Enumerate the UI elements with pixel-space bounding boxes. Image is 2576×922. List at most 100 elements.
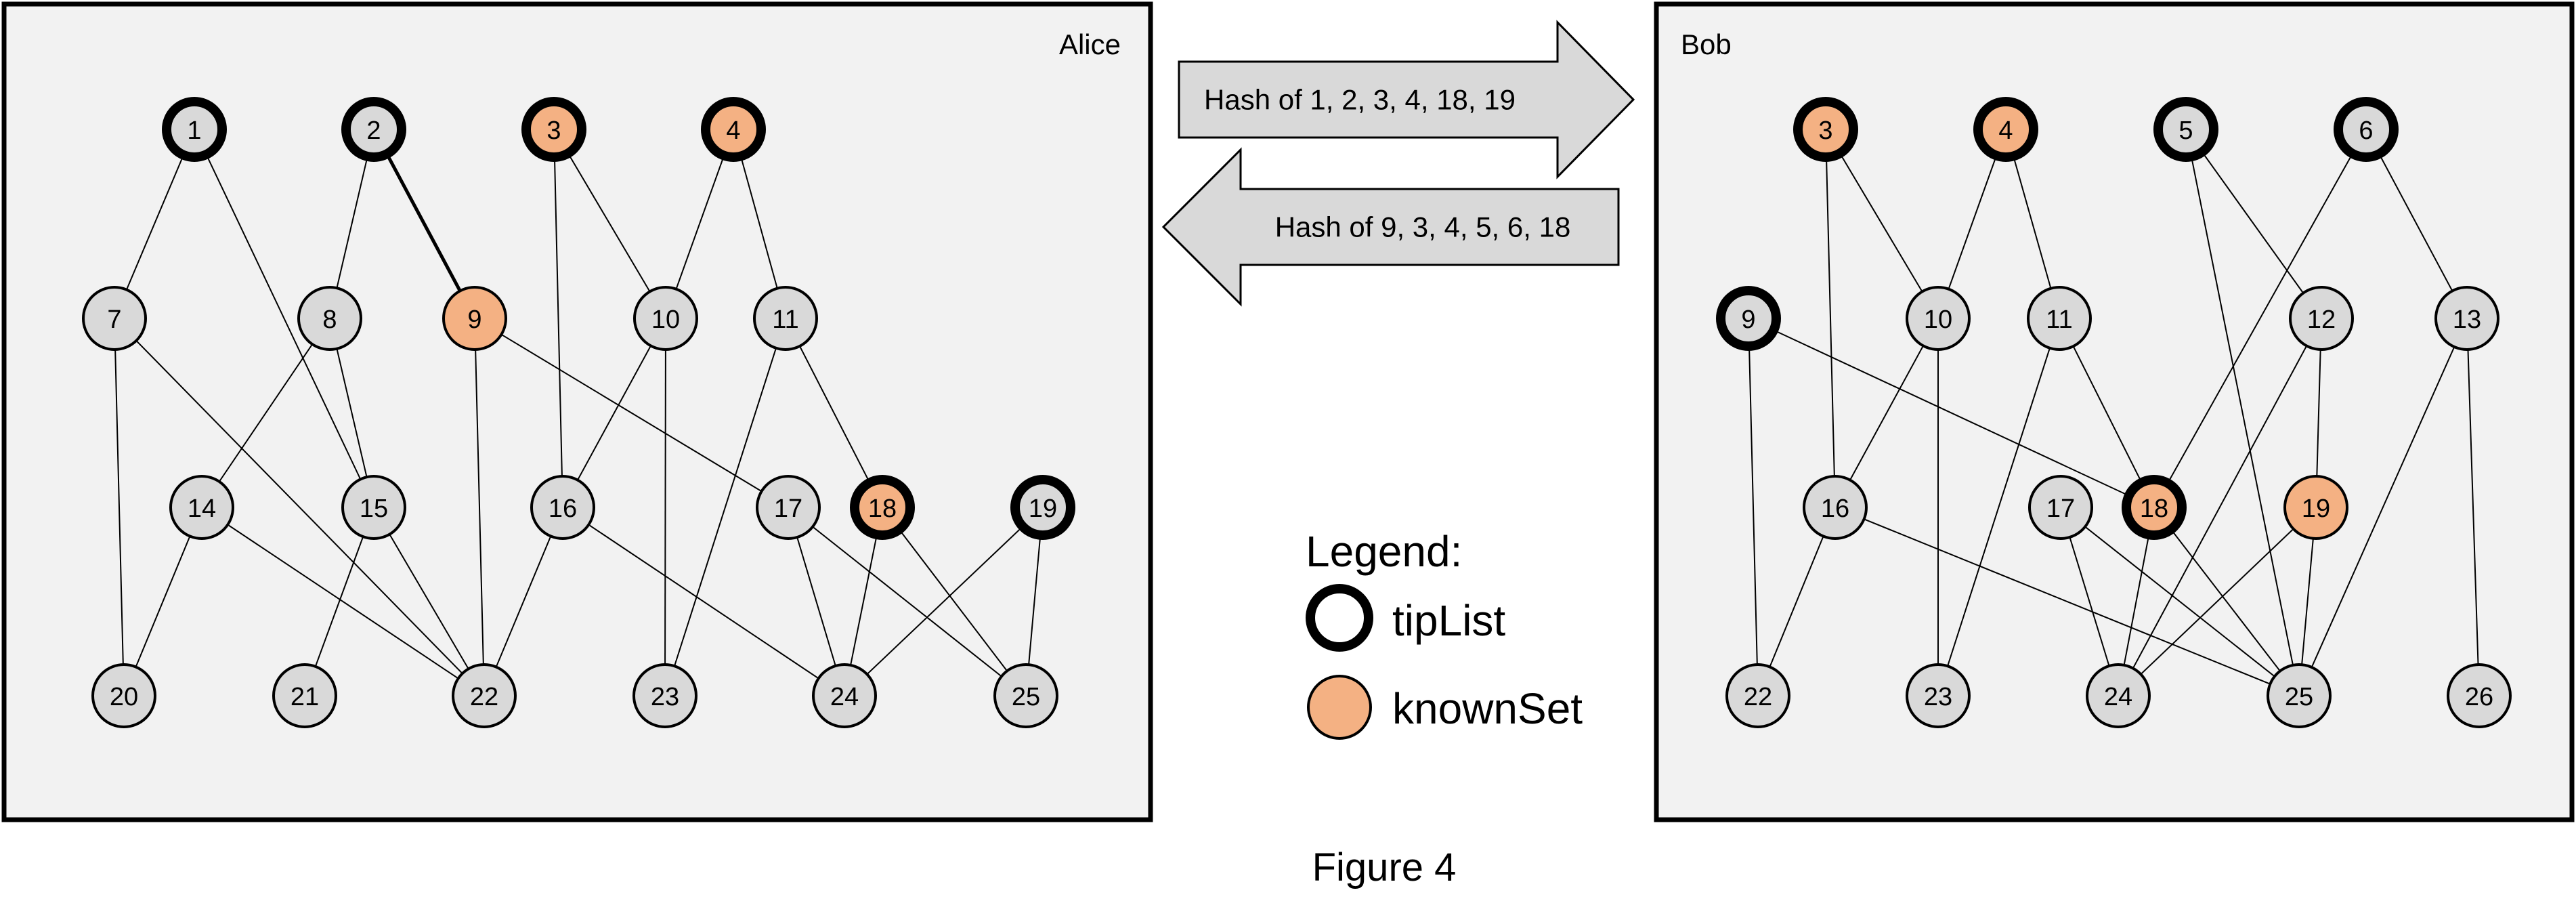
legend-knownset-label: knownSet (1392, 684, 1583, 733)
bob-edge-13-26 (2466, 318, 2480, 696)
bob-node-label-22: 22 (1744, 683, 1772, 711)
bob-node-label-26: 26 (2465, 683, 2493, 711)
bob-node-label-4: 4 (1998, 117, 2013, 145)
bob-node-circle-6 (2334, 97, 2399, 162)
bob-node-label-6: 6 (2359, 117, 2373, 145)
alice-edge-16-24 (562, 507, 845, 696)
alice-node-circle-21 (272, 663, 337, 728)
bob-edge-9-18 (1748, 318, 2155, 508)
alice-edge-7-20 (114, 318, 125, 696)
alice-node-circle-25 (993, 663, 1058, 728)
alice-node-24: 24 (812, 663, 877, 728)
left-arrow-shape (1161, 147, 1620, 307)
alice-node-circle-11 (753, 286, 818, 351)
bob-node-13: 13 (2434, 286, 2499, 351)
alice-edge-17-25 (788, 507, 1027, 696)
bob-node-circle-10 (1906, 286, 1971, 351)
alice-edge-2-9 (372, 128, 477, 320)
bob-edge-6-18 (2153, 129, 2367, 508)
bob-node-circle-16 (1803, 475, 1868, 540)
alice-edge-layer (114, 128, 1044, 696)
alice-edge-17-24 (788, 507, 845, 696)
bob-edge-6-13 (2365, 129, 2468, 319)
bob-edge-16-25 (1834, 507, 2300, 696)
alice-node-4: 4 (701, 97, 766, 162)
alice-node-label-25: 25 (1012, 683, 1040, 711)
bob-node-12: 12 (2289, 286, 2354, 351)
alice-edge-15-21 (304, 507, 374, 696)
alice-node-circle-7 (82, 286, 147, 351)
bob-node-circle-26 (2447, 663, 2512, 728)
alice-node-circle-8 (297, 286, 362, 351)
alice-node-23: 23 (632, 663, 697, 728)
bob-node-circle-4 (1973, 97, 2038, 162)
message-arrow-to-alice: Hash of 9, 3, 4, 5, 6, 18 (1161, 147, 1620, 307)
alice-edge-16-22 (484, 507, 563, 696)
alice-node-circle-17 (756, 475, 821, 540)
legend-tiplist-swatch (1306, 584, 1373, 652)
alice-edge-14-20 (123, 507, 202, 696)
bob-node-25: 25 (2267, 663, 2332, 728)
alice-node-label-21: 21 (291, 683, 319, 711)
alice-node-21: 21 (272, 663, 337, 728)
bob-edge-17-25 (2060, 507, 2300, 696)
alice-edge-11-23 (664, 318, 786, 696)
bob-edge-13-25 (2298, 318, 2468, 696)
bob-node-label-24: 24 (2104, 683, 2132, 711)
message-to-alice-label: Hash of 9, 3, 4, 5, 6, 18 (1275, 211, 1571, 243)
alice-node-label-20: 20 (110, 683, 138, 711)
bob-node-circle-23 (1906, 663, 1971, 728)
bob-node-3: 3 (1793, 97, 1858, 162)
bob-node-16: 16 (1803, 475, 1868, 540)
alice-edge-11-18 (785, 318, 883, 508)
alice-node-22: 22 (452, 663, 517, 728)
alice-node-label-16: 16 (549, 495, 577, 523)
alice-node-14: 14 (169, 475, 234, 540)
alice-node-label-22: 22 (470, 683, 498, 711)
bob-node-24: 24 (2086, 663, 2151, 728)
alice-node-16: 16 (530, 475, 595, 540)
bob-node-18: 18 (2122, 475, 2187, 540)
alice-node-18: 18 (850, 475, 915, 540)
bob-node-11: 11 (2027, 286, 2092, 351)
bob-node-26: 26 (2447, 663, 2512, 728)
alice-node-1: 1 (162, 97, 227, 162)
alice-edge-9-17 (474, 318, 789, 508)
alice-node-label-7: 7 (107, 306, 121, 334)
alice-node-circle-22 (452, 663, 517, 728)
bob-edge-4-11 (2005, 129, 2060, 319)
alice-node-label-1: 1 (187, 117, 201, 145)
bob-edge-11-23 (1937, 318, 2060, 696)
alice-edge-15-22 (373, 507, 485, 696)
bob-edge-5-12 (2185, 129, 2322, 319)
bob-node-4: 4 (1973, 97, 2038, 162)
bob-node-circle-9 (1716, 286, 1781, 351)
message-arrow-to-bob: Hash of 1, 2, 3, 4, 18, 19 (1178, 20, 1635, 180)
bob-node-circle-5 (2153, 97, 2218, 162)
bob-node-label-18: 18 (2140, 495, 2168, 523)
alice-node-circle-24 (812, 663, 877, 728)
alice-edge-10-23 (664, 318, 666, 696)
alice-node-label-17: 17 (774, 495, 802, 523)
alice-node-circle-14 (169, 475, 234, 540)
bob-edge-10-16 (1834, 318, 1939, 508)
alice-edge-1-7 (114, 129, 195, 319)
alice-node-7: 7 (82, 286, 147, 351)
alice-edge-14-22 (201, 507, 485, 696)
bob-node-10: 10 (1906, 286, 1971, 351)
message-to-bob-label: Hash of 1, 2, 3, 4, 18, 19 (1204, 84, 1516, 116)
legend: Legend: tipList knownSet (1306, 527, 1583, 740)
bob-edge-17-24 (2060, 507, 2119, 696)
alice-edge-4-10 (665, 129, 734, 319)
legend-tiplist-label: tipList (1392, 596, 1505, 645)
alice-node-circle-1 (162, 97, 227, 162)
alice-node-circle-15 (341, 475, 406, 540)
bob-node-label-25: 25 (2285, 683, 2313, 711)
bob-node-6: 6 (2334, 97, 2399, 162)
alice-node-label-19: 19 (1029, 495, 1057, 523)
bob-node-circle-12 (2289, 286, 2354, 351)
bob-node-5: 5 (2153, 97, 2218, 162)
